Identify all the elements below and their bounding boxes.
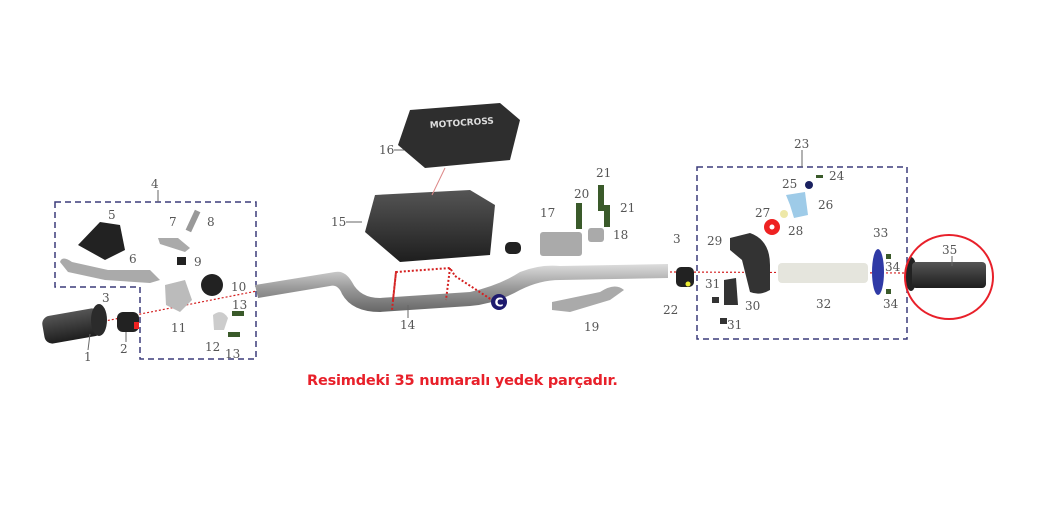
caption: Resimdeki 35 numaralı yedek parçadır. — [307, 373, 618, 389]
nut-25 — [805, 181, 813, 189]
throttle-clamp — [724, 278, 738, 305]
part-label-21: 21 — [596, 166, 611, 180]
switch-housing-22 — [676, 267, 694, 287]
brake-reservoir-cap — [505, 242, 521, 254]
part-label-27: 27 — [755, 206, 770, 220]
part-label-6: 6 — [129, 252, 137, 266]
part-label-21b: 21 — [620, 201, 635, 215]
highlight-circle — [904, 234, 994, 320]
screw-34b — [886, 289, 891, 294]
bolt-20 — [576, 203, 582, 229]
leader — [431, 167, 446, 196]
part-label-18: 18 — [613, 228, 628, 242]
part-label-31: 31 — [705, 277, 720, 291]
part-label-9: 9 — [194, 255, 202, 269]
part-label-34: 34 — [885, 260, 901, 274]
part-label-2: 2 — [120, 342, 128, 356]
brake-lever — [552, 286, 624, 312]
left-grip-flange — [91, 304, 107, 336]
part-label-29: 29 — [707, 234, 722, 248]
cable-cover-26 — [786, 192, 808, 218]
part-label-24: 24 — [829, 169, 845, 183]
perch-clamp — [213, 312, 228, 330]
screw-34 — [886, 254, 891, 259]
screw-24 — [816, 175, 823, 178]
part-label-3: 3 — [102, 291, 110, 305]
screw-31b — [720, 318, 727, 324]
screw-31 — [712, 297, 719, 303]
kill-switch — [117, 312, 139, 332]
bar-pad-cover — [398, 103, 520, 168]
part-label-32: 32 — [816, 297, 831, 311]
adjuster-bolt — [185, 209, 201, 233]
right-grip — [912, 262, 986, 288]
part-label-20: 20 — [574, 187, 589, 201]
adjuster-knob — [201, 274, 223, 296]
pad-position-marker — [391, 266, 493, 311]
clamp-bolt — [228, 332, 240, 337]
part-label-16: 16 — [379, 143, 394, 157]
part-label-15: 15 — [331, 215, 346, 229]
throttle-plate — [872, 249, 884, 295]
part-label-13b: 13 — [225, 347, 240, 361]
part-label-25: 25 — [782, 177, 797, 191]
lever-guard — [78, 222, 125, 260]
reference-marker-c-letter: C — [495, 296, 504, 310]
left-grip — [42, 308, 102, 344]
handlebar — [255, 264, 668, 312]
part-label-17: 17 — [540, 206, 555, 220]
leader-lines — [87, 149, 953, 351]
lever-part-7 — [158, 238, 190, 252]
part-label-26: 26 — [818, 198, 833, 212]
kill-switch-button — [134, 322, 139, 329]
part-label-19: 19 — [584, 320, 599, 334]
part-label-7: 7 — [169, 215, 177, 229]
part-label-5: 5 — [108, 208, 116, 222]
left-assembly-group-box — [54, 201, 257, 360]
bar-pad-foam — [365, 190, 495, 262]
throttle-tube — [778, 263, 868, 283]
part-label-28: 28 — [788, 224, 803, 238]
reference-marker-c — [491, 294, 507, 310]
master-cylinder-clamp — [588, 228, 604, 242]
washer-hole — [769, 224, 775, 230]
part-label-10: 10 — [231, 280, 246, 294]
brake-master-cylinder — [540, 232, 582, 256]
clutch-lever — [60, 258, 160, 283]
bushing — [177, 257, 186, 265]
part-label-3b: 3 — [673, 232, 681, 246]
part-label-11: 11 — [171, 321, 186, 335]
part-label-23: 23 — [794, 137, 809, 151]
part-label-33: 33 — [873, 226, 888, 240]
part-label-22: 22 — [663, 303, 678, 317]
part-label-30: 30 — [745, 299, 760, 313]
assembly-axis-line — [99, 289, 263, 323]
part-label-8: 8 — [207, 215, 215, 229]
bolt-21b — [604, 205, 610, 227]
part-label-31b: 31 — [727, 318, 742, 332]
washer-27 — [780, 210, 788, 218]
bar-pad-cover-text: MOTOCROSS — [430, 117, 495, 131]
part-label-34b: 34 — [883, 297, 899, 311]
part-label-35: 35 — [942, 243, 957, 257]
throttle-housing — [730, 233, 770, 294]
part-labels: 1 2 3 4 5 6 7 8 9 10 11 12 13 13 14 15 1… — [84, 137, 957, 364]
part-label-1: 1 — [84, 350, 92, 364]
bolt-21 — [598, 185, 604, 211]
part-label-13: 13 — [232, 298, 247, 312]
part-label-12: 12 — [205, 340, 220, 354]
lever-perch — [165, 280, 192, 312]
part-label-14: 14 — [400, 318, 416, 332]
clamp-bolt — [232, 311, 244, 316]
part-label-4: 4 — [151, 177, 159, 191]
switch-button — [685, 281, 691, 287]
